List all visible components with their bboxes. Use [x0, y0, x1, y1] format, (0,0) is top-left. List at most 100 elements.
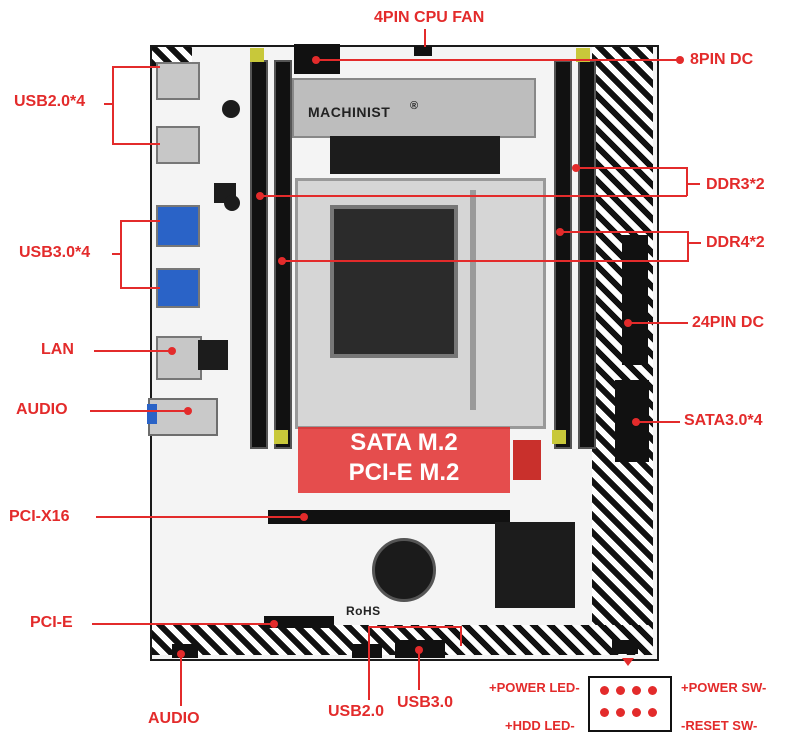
ddr-latch-right-2 — [576, 48, 590, 62]
pci-x16-slot — [268, 510, 510, 524]
label-usb3-bottom: USB3.0 — [397, 694, 454, 711]
label-24pin-dc: 24PIN DC — [692, 314, 765, 331]
fp-pin-4 — [648, 686, 657, 695]
ddr3-slot-right — [554, 60, 572, 449]
dot-ddr3-right — [572, 164, 580, 172]
dot-sata — [632, 418, 640, 426]
dot-24pin-dc — [624, 319, 632, 327]
dot-pci-x16 — [300, 513, 308, 521]
label-lan: LAN — [41, 341, 74, 358]
fp-pin-8 — [648, 708, 657, 717]
ddr4-slot-left — [274, 60, 292, 449]
cmos-battery — [372, 538, 436, 602]
label-pci-e: PCI-E — [30, 614, 73, 631]
usb3-port-bottom — [156, 268, 200, 308]
dot-pci-e — [270, 620, 278, 628]
line-ddr4-bracket — [687, 231, 689, 262]
label-audio-left: AUDIO — [16, 401, 68, 418]
dot-8pin-dc-start — [312, 56, 320, 64]
line-ddr3-tick — [686, 183, 700, 185]
ddr3-slot-left — [250, 60, 268, 449]
dot-ddr4-right — [556, 228, 564, 236]
usb3-port-top — [156, 205, 200, 247]
registered-mark: ® — [410, 100, 419, 112]
label-power-sw: +POWER SW- — [681, 680, 767, 695]
fp-pin-3 — [632, 686, 641, 695]
line-pci-x16 — [96, 516, 304, 518]
label-audio-bottom: AUDIO — [148, 710, 200, 727]
cpu-fan-header — [414, 46, 432, 56]
line-ddr4 — [282, 260, 688, 262]
front-panel-header — [612, 640, 638, 654]
line-ddr4-upper — [560, 231, 688, 233]
label-reset-sw: -RESET SW- — [681, 718, 758, 733]
bracket-usb3-bottom — [120, 287, 160, 289]
lan-port — [156, 336, 202, 380]
line-cpu-fan — [424, 29, 426, 47]
line-24pin-dc — [628, 322, 688, 324]
line-usb3-bottom — [418, 650, 420, 690]
24pin-dc-connector — [622, 235, 648, 365]
fp-pin-6 — [616, 708, 625, 717]
dot-usb3-bottom — [415, 646, 423, 654]
m2-sata-label: SATA M.2 — [350, 429, 458, 456]
line-ddr4-tick — [687, 242, 701, 244]
pci-e-slot — [264, 616, 334, 628]
socket-lever — [470, 190, 476, 410]
m2-pcie-label: PCI-E M.2 — [348, 459, 460, 486]
audio-header — [172, 644, 198, 658]
label-8pin-dc: 8PIN DC — [690, 51, 754, 68]
m2-overlay-box: SATA M.2 PCI-E M.2 — [298, 427, 510, 493]
dot-8pin-dc — [676, 56, 684, 64]
line-usb2-bottom-right — [460, 626, 462, 646]
front-panel-arrow — [622, 658, 634, 666]
dot-ddr3-left — [256, 192, 264, 200]
ddr-latch-left-2 — [274, 430, 288, 444]
dot-lan — [168, 347, 176, 355]
line-ddr3-bracket — [686, 167, 688, 196]
fp-pin-7 — [632, 708, 641, 717]
line-pci-e — [92, 623, 274, 625]
audio-jack-blue — [147, 404, 157, 424]
line-audio-left — [90, 410, 186, 412]
label-ddr3: DDR3*2 — [706, 176, 765, 193]
bracket-usb2-tick — [104, 103, 114, 105]
label-usb2-4: USB2.0*4 — [14, 93, 86, 110]
label-power-led: +POWER LED- — [489, 680, 580, 695]
dot-ddr4-left — [278, 257, 286, 265]
ddr-latch-left-1 — [250, 48, 264, 62]
audio-port — [148, 398, 218, 436]
label-usb3-4: USB3.0*4 — [19, 244, 91, 261]
line-sata — [636, 421, 680, 423]
line-usb2-bottom-top — [368, 626, 462, 628]
label-hdd-led: +HDD LED- — [505, 718, 575, 733]
bracket-usb3-tick — [112, 253, 122, 255]
bracket-usb2-top — [112, 66, 160, 68]
label-usb2-bottom: USB2.0 — [328, 703, 385, 720]
label-pci-x16: PCI-X16 — [9, 508, 70, 525]
bracket-usb2-vert — [112, 66, 114, 144]
usb2-port-top — [156, 62, 200, 100]
dot-audio-bottom — [177, 650, 185, 658]
usb2-port-bottom — [156, 126, 200, 164]
fp-pin-5 — [600, 708, 609, 717]
m2-slot — [513, 440, 541, 480]
usb2-header — [352, 644, 382, 658]
line-lan — [94, 350, 170, 352]
line-ddr3-upper — [575, 167, 687, 169]
capacitor-1 — [222, 100, 240, 118]
cpu-socket-center — [330, 205, 458, 358]
line-audio-bottom — [180, 654, 182, 706]
ddr-latch-right-1 — [552, 430, 566, 444]
line-8pin-dc — [316, 59, 682, 61]
front-panel-pin-diagram — [588, 676, 672, 732]
lan-chip — [198, 340, 228, 370]
line-ddr3 — [262, 195, 687, 197]
label-ddr4: DDR4*2 — [706, 234, 765, 251]
vrm-chokes — [330, 136, 500, 174]
dot-audio-left — [184, 407, 192, 415]
ddr4-slot-right — [578, 60, 596, 449]
brand-logo: MACHINIST — [308, 104, 391, 120]
line-usb2-bottom-vert — [368, 626, 370, 700]
label-sata: SATA3.0*4 — [684, 412, 763, 429]
